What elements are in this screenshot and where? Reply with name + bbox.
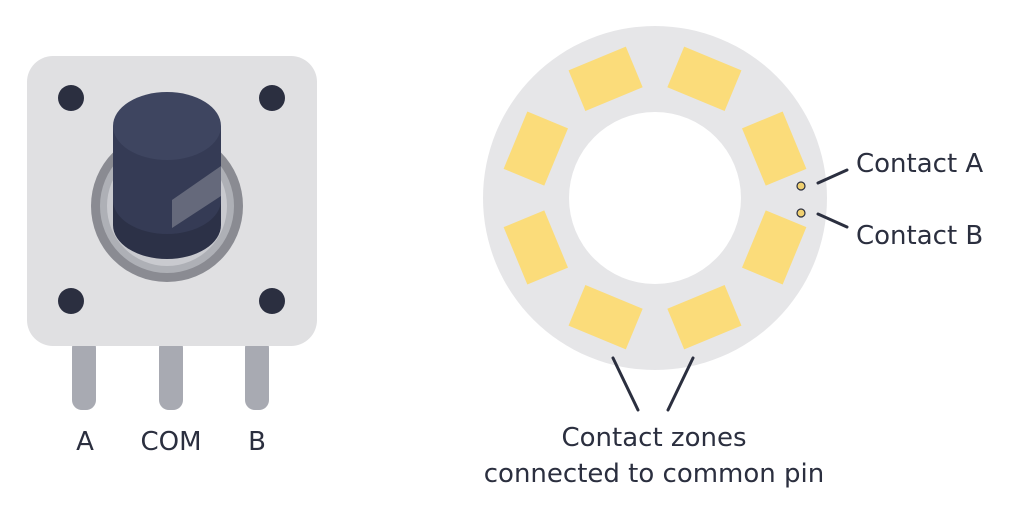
contact-zone bbox=[568, 285, 643, 350]
contact-b-dot bbox=[796, 208, 806, 218]
contact-zones bbox=[503, 46, 807, 350]
contact-a-leader bbox=[816, 168, 849, 185]
contact-a-label: Contact A bbox=[856, 149, 984, 179]
zones-leader-right bbox=[666, 356, 695, 412]
contact-disk bbox=[483, 26, 849, 412]
pin-label-com: COM bbox=[140, 427, 202, 457]
contact-zone bbox=[667, 285, 742, 350]
mount-hole-bottom-left bbox=[58, 288, 84, 314]
contact-b-leader bbox=[816, 212, 849, 229]
zones-leader-left bbox=[611, 356, 640, 412]
mount-hole-top-right bbox=[259, 85, 285, 111]
contact-zone bbox=[667, 46, 742, 111]
mount-hole-top-left bbox=[58, 85, 84, 111]
contact-zones-label-line1: Contact zones bbox=[561, 423, 747, 453]
contact-zone bbox=[503, 210, 568, 285]
pin-label-b: B bbox=[248, 427, 266, 457]
pin-com bbox=[159, 338, 183, 410]
contact-zone bbox=[503, 111, 568, 186]
knob-top bbox=[113, 92, 221, 160]
contact-zone bbox=[742, 210, 807, 285]
contact-a-dot bbox=[796, 181, 806, 191]
contact-zones-label-line2: connected to common pin bbox=[483, 459, 825, 489]
pin-b bbox=[245, 338, 269, 410]
pin-a bbox=[72, 338, 96, 410]
contact-b-label: Contact B bbox=[856, 221, 984, 251]
knob-flat-highlight bbox=[172, 166, 221, 228]
contact-zones-label: Contact zones connected to common pin bbox=[444, 420, 864, 492]
contact-zone bbox=[568, 46, 643, 111]
knob bbox=[113, 92, 221, 259]
disk-center-hole bbox=[569, 112, 741, 284]
rotary-encoder bbox=[27, 56, 317, 410]
pin-label-a: A bbox=[76, 427, 94, 457]
contact-zone bbox=[742, 111, 807, 186]
mount-hole-bottom-right bbox=[259, 288, 285, 314]
